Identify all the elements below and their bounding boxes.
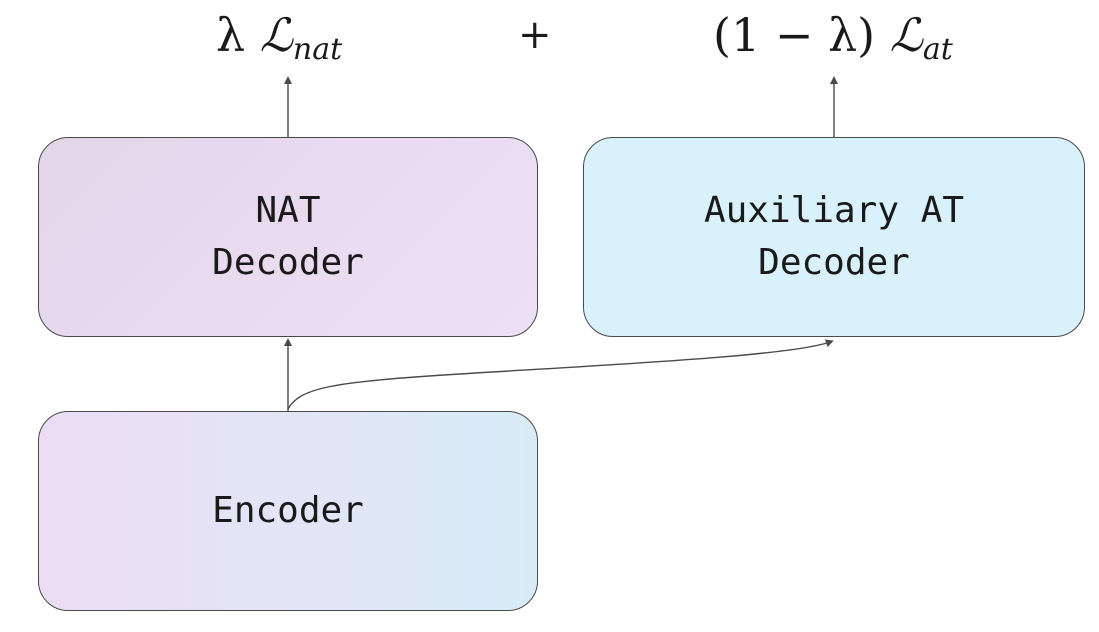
- at-loss-term: (1 − λ) ℒat: [713, 8, 953, 67]
- encoder-block: Encoder: [38, 411, 538, 611]
- auxiliary-at-decoder-label: Auxiliary AT Decoder: [703, 189, 965, 283]
- encoder-label: Encoder: [212, 489, 364, 531]
- nat-decoder-block: NAT Decoder: [38, 137, 538, 337]
- arrow-encoder-to-at-decoder: [287, 339, 834, 410]
- at-loss-subscript: at: [922, 32, 953, 67]
- plus-sign: +: [518, 12, 552, 58]
- nat-loss-symbol: ℒ: [259, 8, 293, 62]
- nat-loss-subscript: nat: [292, 32, 343, 67]
- at-loss-weight: (1 − λ): [713, 8, 876, 62]
- nat-loss-term: λ ℒnat: [216, 8, 342, 67]
- auxiliary-at-decoder-block: Auxiliary AT Decoder: [583, 137, 1085, 337]
- at-loss-symbol: ℒ: [889, 8, 923, 62]
- nat-decoder-label: NAT Decoder: [212, 189, 364, 283]
- nat-loss-weight: λ: [216, 8, 246, 62]
